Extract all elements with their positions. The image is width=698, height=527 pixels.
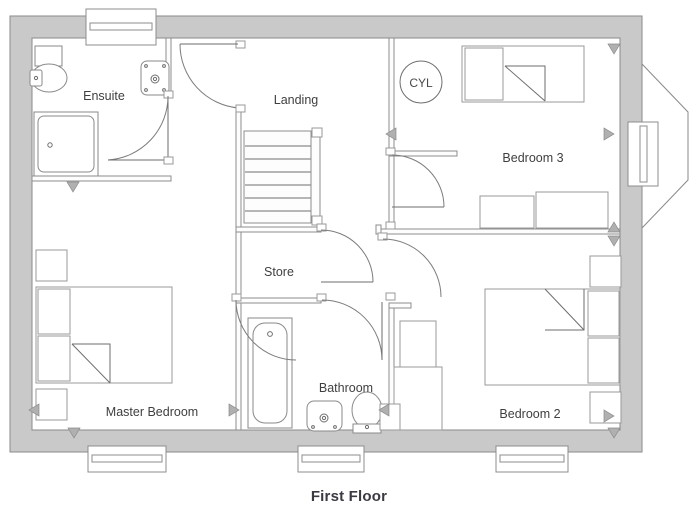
bathroom-cabinet xyxy=(379,320,443,431)
ensuite-shower xyxy=(33,111,99,177)
room-label-bathroom: Bathroom xyxy=(319,381,373,395)
ensuite-basin xyxy=(140,60,170,96)
room-labels: Ensuite Landing Bedroom 3 Store Master B… xyxy=(83,89,563,421)
room-label-master-bedroom: Master Bedroom xyxy=(106,405,198,419)
window-bottom-left xyxy=(87,445,167,473)
master-bed xyxy=(35,286,173,384)
room-label-store: Store xyxy=(264,265,294,279)
bed2-double-bed xyxy=(484,288,621,386)
bathroom-basin xyxy=(306,400,343,432)
bathroom-bath xyxy=(247,317,293,429)
ensuite-toilet xyxy=(29,45,68,93)
master-nightstand-bottom xyxy=(35,388,68,421)
bathroom-toilet xyxy=(351,391,383,434)
bed3-single-bed xyxy=(461,45,585,103)
hot-water-cylinder: CYL xyxy=(399,60,443,104)
cyl-label: CYL xyxy=(409,76,433,90)
room-label-bedroom-3: Bedroom 3 xyxy=(502,151,563,165)
door-landing-top[interactable] xyxy=(179,40,246,113)
door-bathroom[interactable] xyxy=(316,293,383,361)
room-label-ensuite: Ensuite xyxy=(83,89,125,103)
door-store[interactable] xyxy=(316,223,374,283)
door-ensuite[interactable] xyxy=(107,90,174,165)
window-top-left xyxy=(85,8,157,46)
door-bedroom-3[interactable] xyxy=(385,147,445,230)
master-nightstand-top xyxy=(35,249,68,282)
markers xyxy=(28,43,621,439)
door-master-bedroom[interactable] xyxy=(231,293,297,361)
room-label-landing: Landing xyxy=(274,93,319,107)
bed2-nightstand-top xyxy=(589,255,622,288)
window-right-bay xyxy=(627,63,689,229)
window-bottom-right xyxy=(495,445,569,473)
window-bottom-mid xyxy=(297,445,365,473)
room-label-bedroom-2: Bedroom 2 xyxy=(499,407,560,421)
bed3-side-unit xyxy=(535,191,609,229)
plan-title: First Floor xyxy=(310,488,388,505)
internal-partitions xyxy=(31,37,621,431)
bed3-chest-of-drawers xyxy=(479,195,535,229)
staircase xyxy=(243,127,323,226)
door-bedroom-2[interactable] xyxy=(377,232,442,301)
